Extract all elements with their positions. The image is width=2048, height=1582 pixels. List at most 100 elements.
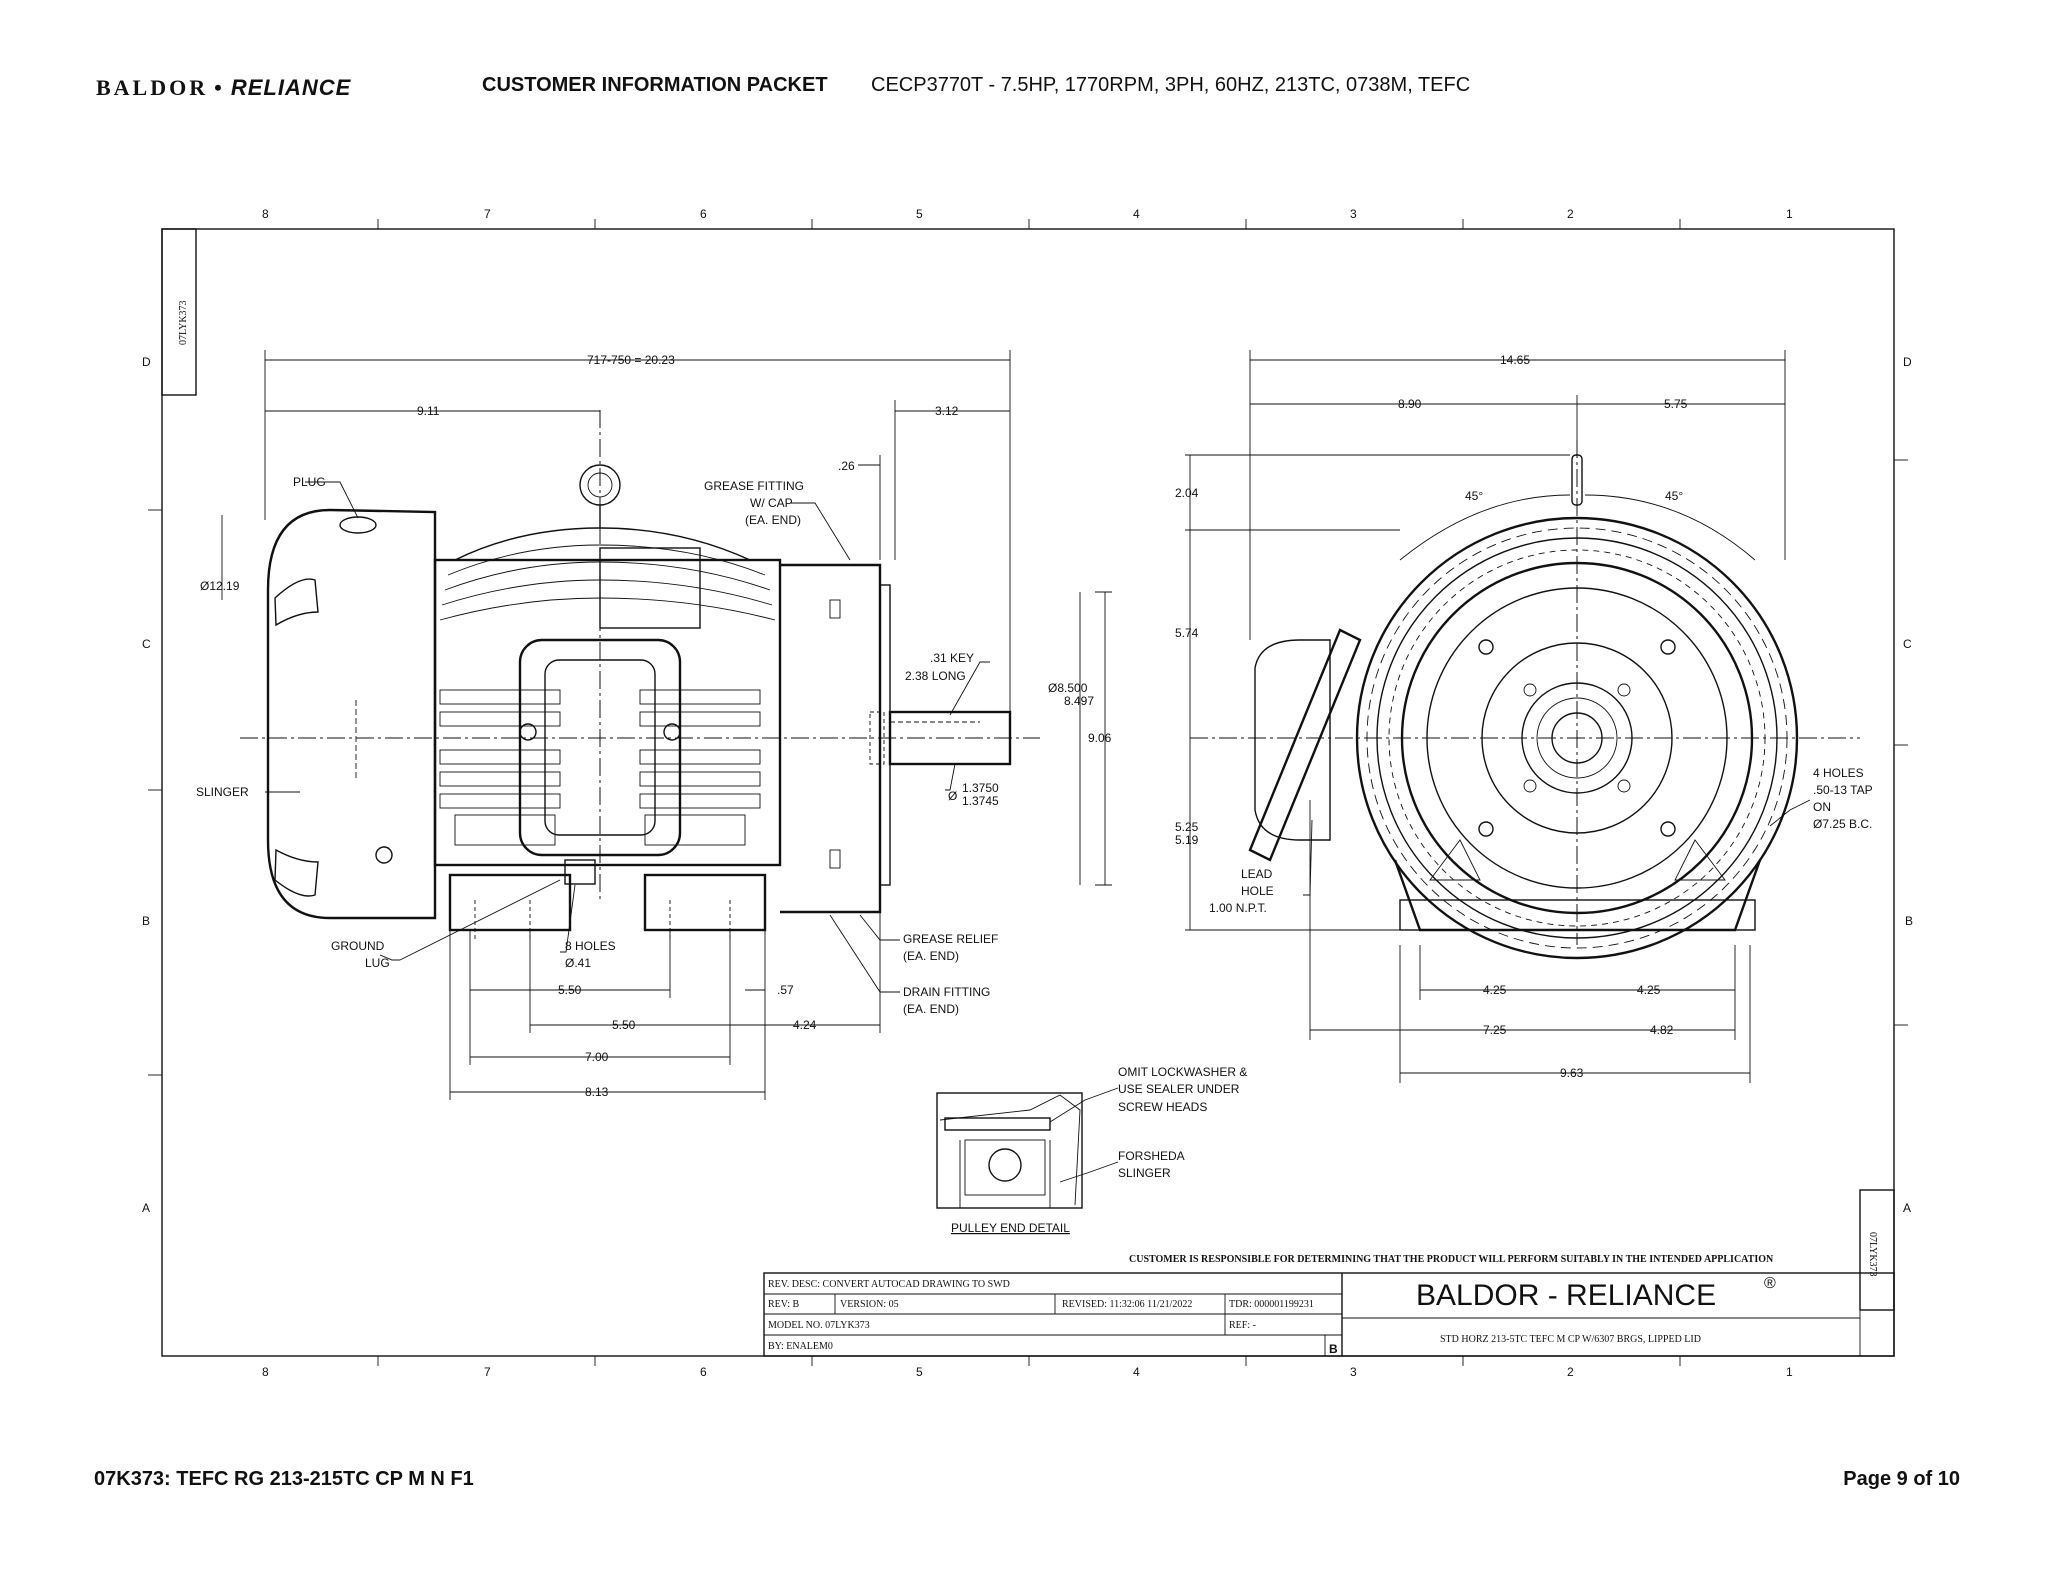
rev-desc: REV. DESC: CONVERT AUTOCAD DRAWING TO SW… — [768, 1279, 1010, 1290]
logo-baldor: BALDOR — [96, 75, 209, 100]
drawing-id-top: 07LYK373 — [178, 300, 189, 345]
zone-top-1: 1 — [1786, 207, 1793, 221]
company-name: BALDOR - RELIANCE — [1416, 1279, 1716, 1312]
version: VERSION: 05 — [840, 1299, 899, 1310]
side-view: 717-750 = 20.23 9.11 3.12 .26 Ø12.19 Ø 8.… — [196, 350, 1112, 1100]
tdr: TDR: 000001199231 — [1229, 1299, 1314, 1310]
zone-bottom-4: 4 — [1133, 1365, 1140, 1379]
label-holes-2: Ø.41 — [565, 956, 591, 970]
label-grease-relief: GREASE RELIEF — [903, 932, 998, 946]
ref: REF: - — [1229, 1320, 1256, 1331]
label-lead-hole: LEAD — [1241, 867, 1273, 881]
packet-title: CUSTOMER INFORMATION PACKET — [482, 74, 828, 96]
rev-letter: B — [1329, 1342, 1338, 1356]
detail-note-3: SCREW HEADS — [1118, 1100, 1207, 1114]
logo-dot: • — [214, 75, 225, 100]
rev: REV: B — [768, 1299, 800, 1310]
zone-side-d-right: D — [1903, 355, 1912, 369]
zone-bottom-3: 3 — [1350, 1365, 1357, 1379]
sheet-border — [161, 228, 1895, 1357]
dim-4-25-b: 4.25 — [1637, 983, 1661, 997]
disclaimer: CUSTOMER IS RESPONSIBLE FOR DETERMINING … — [1129, 1254, 1774, 1265]
dim-8-90: 8.90 — [1398, 397, 1422, 411]
dim-angle-left: 45° — [1465, 489, 1483, 503]
motor-description: STD HORZ 213-5TC TEFC M CP W/6307 BRGS, … — [1440, 1334, 1701, 1345]
label-lead-hole-2: HOLE — [1241, 884, 1274, 898]
detail-note-2: USE SEALER UNDER — [1118, 1082, 1240, 1096]
dim-5-50-a: 5.50 — [558, 983, 582, 997]
title-block: CUSTOMER IS RESPONSIBLE FOR DETERMINING … — [763, 1254, 1895, 1357]
dim-3-12: 3.12 — [935, 404, 959, 418]
zone-bottom-8: 8 — [262, 1365, 269, 1379]
dim-angle-right: 45° — [1665, 489, 1683, 503]
label-grease-fitting: GREASE FITTING — [704, 479, 804, 493]
label-key: .31 KEY — [930, 651, 974, 665]
label-tap-holes-4: Ø7.25 B.C. — [1813, 817, 1872, 831]
zone-bottom-1: 1 — [1786, 1365, 1793, 1379]
zone-top-3: 3 — [1350, 207, 1357, 221]
label-tap-holes-3: ON — [1813, 800, 1831, 814]
zone-top-2: 2 — [1567, 207, 1574, 221]
dim-4-24: 4.24 — [793, 1018, 817, 1032]
dim-fan-diameter: Ø12.19 — [200, 579, 240, 593]
model-no: MODEL NO. 07LYK373 — [768, 1320, 870, 1331]
label-grease-fitting-2: W/ CAP — [750, 496, 793, 510]
dim-5-25: 5.25 — [1175, 820, 1199, 834]
zone-top-6: 6 — [700, 207, 707, 221]
dim-7-00: 7.00 — [585, 1050, 609, 1064]
zone-side-d: D — [142, 355, 151, 369]
zone-top-4: 4 — [1133, 207, 1140, 221]
dim-26: .26 — [838, 459, 855, 473]
drawn-by: BY: ENALEM0 — [768, 1341, 833, 1352]
pulley-end-detail: OMIT LOCKWASHER & USE SEALER UNDER SCREW… — [936, 1065, 1247, 1235]
zone-side-a-right: A — [1903, 1201, 1911, 1215]
zone-bottom-2: 2 — [1567, 1365, 1574, 1379]
zone-side-c: C — [142, 637, 151, 651]
zone-bottom-7: 7 — [484, 1365, 491, 1379]
label-grease-relief-2: (EA. END) — [903, 949, 959, 963]
detail-note-5: SLINGER — [1118, 1166, 1171, 1180]
zone-side-a: A — [142, 1201, 150, 1215]
detail-note-1: OMIT LOCKWASHER & — [1118, 1065, 1247, 1079]
zone-side-c-right: C — [1903, 637, 1912, 651]
label-tap-holes-2: .50-13 TAP — [1813, 783, 1873, 797]
dim-8-13: 8.13 — [585, 1085, 609, 1099]
dim-9-63: 9.63 — [1560, 1066, 1584, 1080]
dim-4-25-a: 4.25 — [1483, 983, 1507, 997]
label-key-2: 2.38 LONG — [905, 669, 966, 683]
detail-title: PULLEY END DETAIL — [951, 1221, 1070, 1235]
label-shaft-a: 1.3750 — [962, 781, 999, 795]
end-view: 14.65 8.90 5.75 2.04 5.74 5.25 5.19 45° … — [1175, 350, 1873, 1083]
dim-5-50-b: 5.50 — [612, 1018, 636, 1032]
label-ground-2: LUG — [365, 956, 390, 970]
label-slinger: SLINGER — [196, 785, 249, 799]
dim-4-82: 4.82 — [1650, 1023, 1674, 1037]
footer-document-id: 07K373: TEFC RG 213-215TC CP M N F1 — [94, 1468, 474, 1490]
label-drain-fitting: DRAIN FITTING — [903, 985, 990, 999]
label-ground: GROUND — [331, 939, 385, 953]
label-holes: 8 HOLES — [565, 939, 616, 953]
registered-mark: ® — [1764, 1275, 1776, 1292]
dim-overall-length: 717-750 = 20.23 — [587, 353, 675, 367]
logo-reliance: RELIANCE — [230, 75, 352, 100]
zone-top-5: 5 — [916, 207, 923, 221]
zone-side-b-right: B — [1905, 914, 1913, 928]
dim-9-06: 9.06 — [1088, 731, 1112, 745]
drawing-id-right: 07LYK373 — [1867, 1232, 1878, 1277]
label-tap-holes: 4 HOLES — [1813, 766, 1864, 780]
zone-bottom-6: 6 — [700, 1365, 707, 1379]
dim-9-11: 9.11 — [417, 404, 440, 418]
label-plug: PLUG — [293, 475, 326, 489]
revised-date: REVISED: 11:32:06 11/21/2022 — [1062, 1299, 1192, 1310]
dim-5-74: 5.74 — [1175, 626, 1199, 640]
label-lead-hole-3: 1.00 N.P.T. — [1209, 901, 1267, 915]
zone-side-b: B — [142, 914, 150, 928]
label-shaft-diameter: Ø — [948, 789, 957, 803]
zone-top-8: 8 — [262, 207, 269, 221]
label-drain-fitting-2: (EA. END) — [903, 1002, 959, 1016]
dim-pilot-b: 8.497 — [1064, 694, 1094, 708]
detail-note-4: FORSHEDA — [1118, 1149, 1185, 1163]
dim-7-25: 7.25 — [1483, 1023, 1507, 1037]
dim-14-65: 14.65 — [1500, 353, 1530, 367]
